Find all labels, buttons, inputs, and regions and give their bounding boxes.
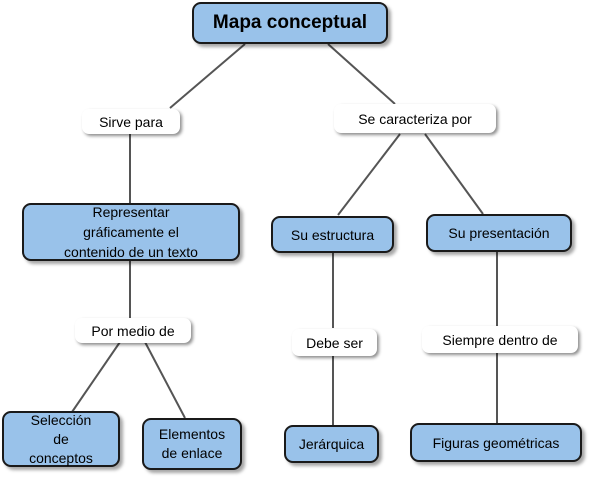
concept-node-jerarquica: Jerárquica [284, 425, 379, 463]
edge-caracteriza-estructura [337, 133, 401, 216]
link-label-debe-ser: Debe ser [292, 329, 377, 356]
link-label-por-medio-de: Por medio de [75, 318, 191, 343]
concept-node-presentacion: Su presentación [426, 214, 572, 252]
link-label-sirve-para: Sirve para [82, 109, 180, 134]
concept-node-elementos: Elementos de enlace [142, 418, 242, 470]
edge-root-sirve [169, 43, 246, 109]
edge-pormedio-elementos [144, 341, 186, 419]
concept-node-figuras: Figuras geométricas [410, 423, 582, 462]
edge-caracteriza-presentacion [424, 133, 484, 215]
concept-node-estructura: Su estructura [271, 216, 394, 253]
concept-node-representar: Representar gráficamente el contenido de… [22, 203, 240, 261]
concept-node-seleccion: Selección de conceptos [2, 411, 120, 467]
edge-pormedio-seleccion [71, 341, 121, 413]
edge-root-caracteriza [327, 43, 396, 105]
link-label-se-caracteriza-por: Se caracteriza por [334, 104, 496, 133]
link-label-siempre-dentro-de: Siempre dentro de [422, 326, 578, 353]
root-concept-node: Mapa conceptual [192, 2, 388, 44]
